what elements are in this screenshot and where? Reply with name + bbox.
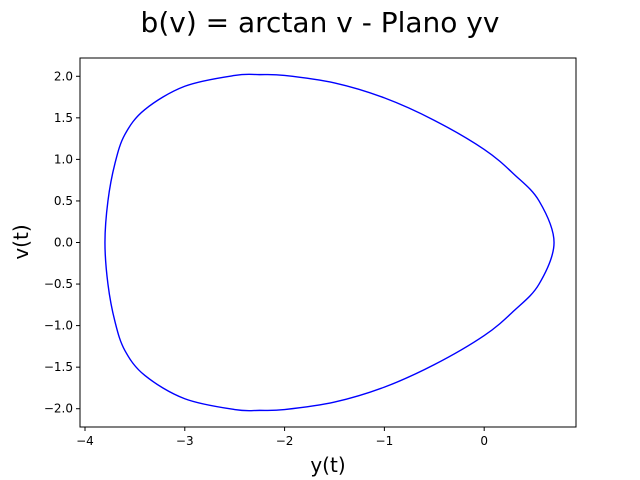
x-tick-label: −3 bbox=[176, 434, 194, 448]
x-tick-label: −2 bbox=[276, 434, 294, 448]
y-tick-label: 0.5 bbox=[54, 194, 73, 208]
y-tick-label: −2.0 bbox=[44, 402, 73, 416]
x-tick-label: 0 bbox=[480, 434, 488, 448]
y-tick-label: 1.5 bbox=[54, 111, 73, 125]
plot-frame bbox=[79, 57, 577, 428]
y-axis-label: v(t) bbox=[9, 224, 33, 259]
y-tick-label: −1.0 bbox=[44, 319, 73, 333]
plot-area bbox=[80, 58, 576, 427]
series-line-0 bbox=[104, 73, 555, 412]
y-tick-label: 0.0 bbox=[54, 236, 73, 250]
y-tick-label: 2.0 bbox=[54, 69, 73, 83]
y-tick-label: −1.5 bbox=[44, 360, 73, 374]
y-tick-label: −0.5 bbox=[44, 277, 73, 291]
y-tick-label: 1.0 bbox=[54, 152, 73, 166]
chart-title: b(v) = arctan v - Plano yv bbox=[141, 6, 500, 39]
x-tick-label: −1 bbox=[376, 434, 394, 448]
x-tick-label: −4 bbox=[76, 434, 94, 448]
y-axis: −2.0 −1.5 −1.0 −0.5 0.0 0.5 1.0 1.5 2.0 bbox=[44, 69, 80, 416]
x-axis: −4 −3 −2 −1 0 bbox=[76, 427, 488, 448]
x-axis-label: y(t) bbox=[310, 453, 345, 477]
series-group bbox=[104, 73, 555, 412]
